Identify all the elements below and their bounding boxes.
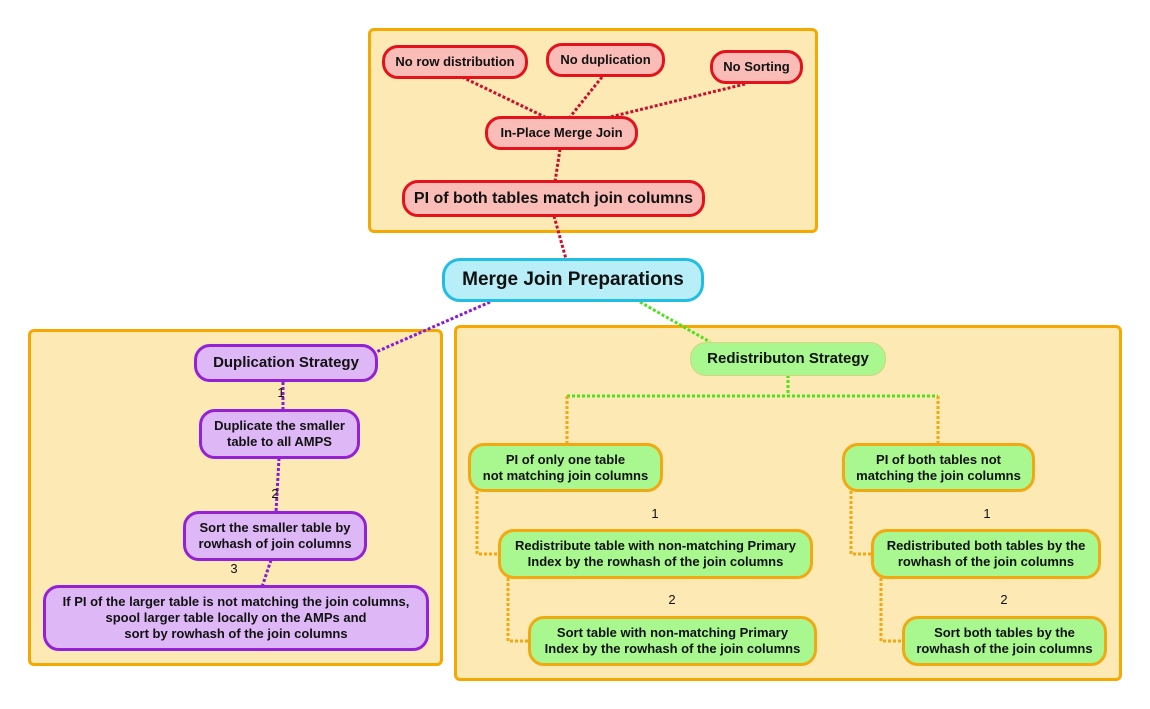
connector-no-sorting <box>609 82 746 119</box>
dup-step2-node: Sort the smaller table by rowhash of joi… <box>183 511 367 561</box>
no-sorting-node: No Sorting <box>710 50 803 84</box>
connector-duplication <box>375 300 491 354</box>
no-row-distribution-node: No row distribution <box>382 45 528 79</box>
dup-step3-number: 3 <box>230 561 238 576</box>
right-step2-node: Sort both tables by the rowhash of the j… <box>902 616 1107 666</box>
connector-no-duplication <box>568 76 604 118</box>
left-step2-node: Sort table with non-matching Primary Ind… <box>528 616 817 666</box>
left-step1-node: Redistribute table with non-matching Pri… <box>498 529 813 579</box>
dup-step1-node: Duplicate the smaller table to all AMPS <box>199 409 360 459</box>
dup-step2-number: 2 <box>271 486 279 501</box>
connector-left-step2 <box>506 578 530 643</box>
right-step1-node: Redistributed both tables by the rowhash… <box>871 529 1101 579</box>
connector-dup-step2 <box>274 457 281 513</box>
left-step2-number: 2 <box>668 592 676 607</box>
right-step1-number: 1 <box>983 506 991 521</box>
connector-dup-step3 <box>260 559 273 588</box>
connector-redistribution <box>639 300 711 344</box>
duplication-strategy-node: Duplication Strategy <box>194 344 378 382</box>
merge-join-preparations-root: Merge Join Preparations <box>442 258 704 302</box>
redistribution-strategy-node: Redistributon Strategy <box>690 342 886 376</box>
connector-left-step1 <box>475 491 500 556</box>
right-step2-number: 2 <box>1000 592 1008 607</box>
left-step1-number: 1 <box>651 506 659 521</box>
connector-merge-join <box>553 148 562 183</box>
connector-no-row-distribution <box>461 75 546 119</box>
dup-step3-node: If PI of the larger table is not matchin… <box>43 585 429 651</box>
connector-pi-match <box>552 215 568 260</box>
pi-match-node: PI of both tables match join columns <box>402 180 705 217</box>
left-branch-title-node: PI of only one table not matching join c… <box>468 443 663 492</box>
in-place-merge-join-node: In-Place Merge Join <box>485 116 638 150</box>
dup-step1-number: 1 <box>277 385 285 400</box>
connector-right-step2 <box>879 578 903 643</box>
connector-redistribution-tree <box>567 375 938 398</box>
right-branch-title-node: PI of both tables not matching the join … <box>842 443 1035 492</box>
connector-right-step1 <box>849 491 873 556</box>
no-duplication-node: No duplication <box>546 43 665 77</box>
